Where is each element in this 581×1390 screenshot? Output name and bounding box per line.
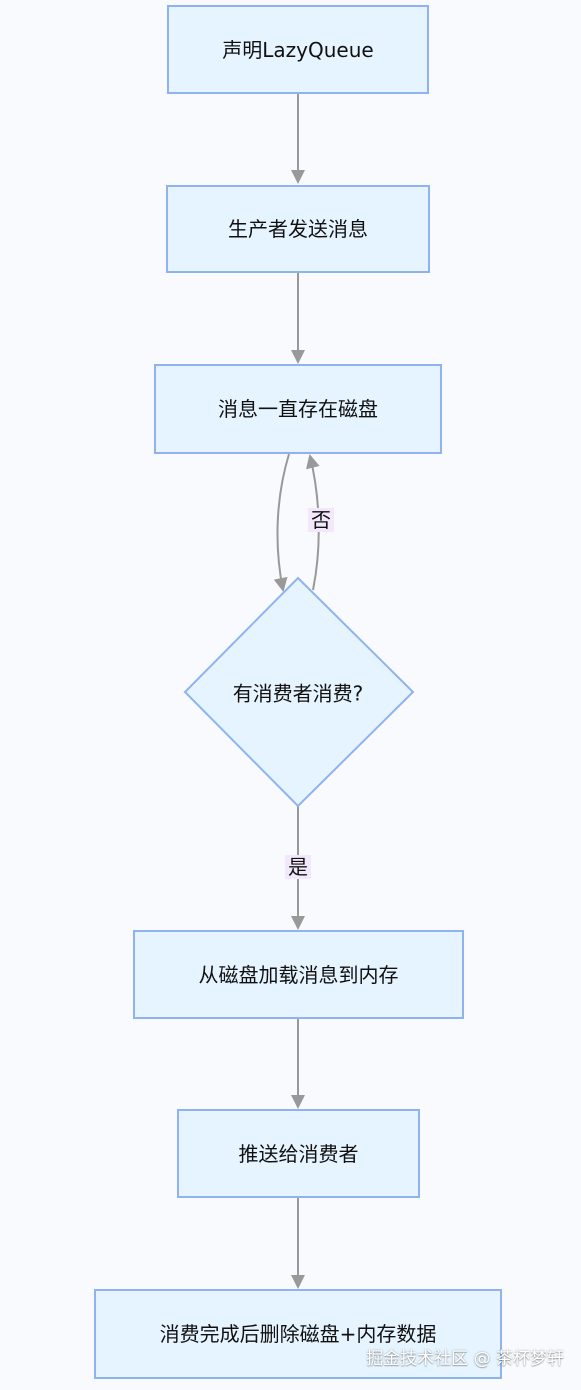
decision-label: 有消费者消费?: [232, 681, 364, 706]
watermark: 掘金技术社区 @ 茶杯梦轩: [366, 1349, 564, 1369]
node-load-to-memory: 从磁盘加载消息到内存: [133, 930, 464, 1019]
edge-store-to-decision: [273, 453, 290, 592]
decision-diamond: [183, 576, 415, 808]
node-producer-send: 生产者发送消息: [166, 185, 430, 273]
edge-label-yes: 是: [285, 855, 311, 879]
node-push-consumer: 推送给消费者: [177, 1109, 420, 1198]
node-delete-data: 消费完成后删除磁盘+内存数据: [94, 1289, 502, 1379]
node-declare-lazyqueue: 声明LazyQueue: [167, 5, 429, 94]
node-store-on-disk: 消息一直存在磁盘: [154, 364, 442, 454]
edge-label-no: 否: [308, 508, 334, 532]
